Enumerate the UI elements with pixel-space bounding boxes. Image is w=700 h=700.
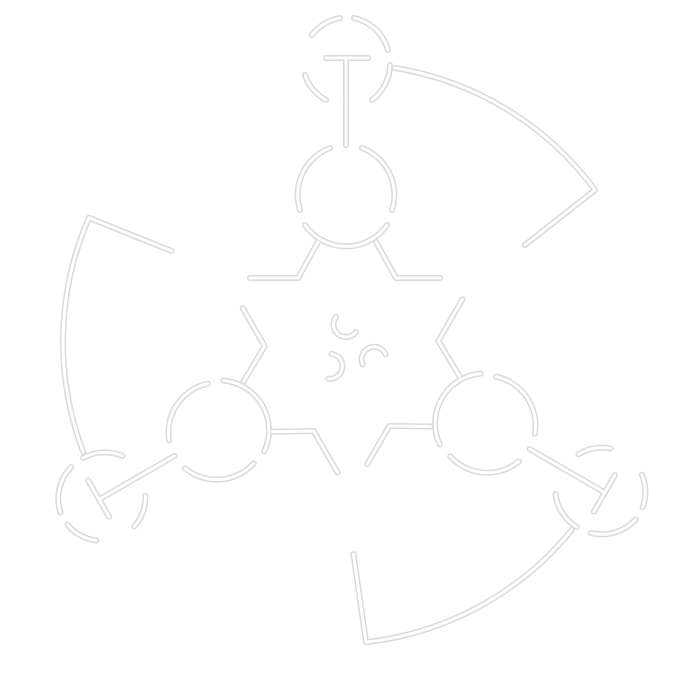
ornament-outline-layer xyxy=(0,18,688,700)
